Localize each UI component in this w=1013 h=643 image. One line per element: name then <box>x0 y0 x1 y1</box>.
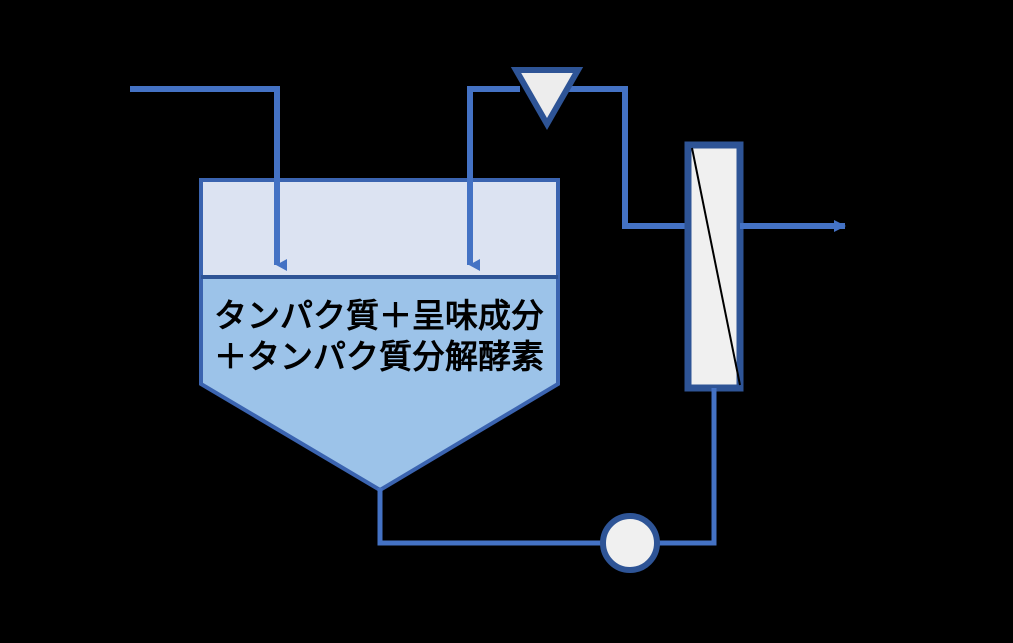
membrane-diagonal-line <box>691 147 741 386</box>
tank-label-line-2: ＋タンパク質分解酵素 <box>214 337 544 376</box>
recirculation-pump[interactable] <box>600 513 660 573</box>
membrane-module-body[interactable] <box>684 141 744 392</box>
tank-drain-line <box>377 488 605 546</box>
recirculation-pipe <box>377 388 717 546</box>
tank-label-line-1: タンパク質＋呈味成分 <box>214 296 544 335</box>
tank-outline <box>199 178 560 493</box>
membrane-module[interactable] <box>684 141 744 392</box>
feed-inlet-pipe <box>130 86 287 271</box>
tank-headspace-fill <box>201 180 558 277</box>
pump-to-module-line <box>655 388 717 546</box>
reaction-tank <box>199 178 560 493</box>
triangle-valve-icon[interactable] <box>510 67 584 131</box>
valve-right-downcomer <box>560 86 628 226</box>
tank-label: タンパク質＋呈味成分 ＋タンパク質分解酵素 <box>214 296 544 376</box>
retentate-return-pipe <box>560 86 700 229</box>
inlet-valve[interactable] <box>510 67 584 131</box>
feed-inlet-line <box>130 86 287 271</box>
pump-icon[interactable] <box>600 513 660 573</box>
enzyme-inlet-pipe <box>467 86 520 271</box>
